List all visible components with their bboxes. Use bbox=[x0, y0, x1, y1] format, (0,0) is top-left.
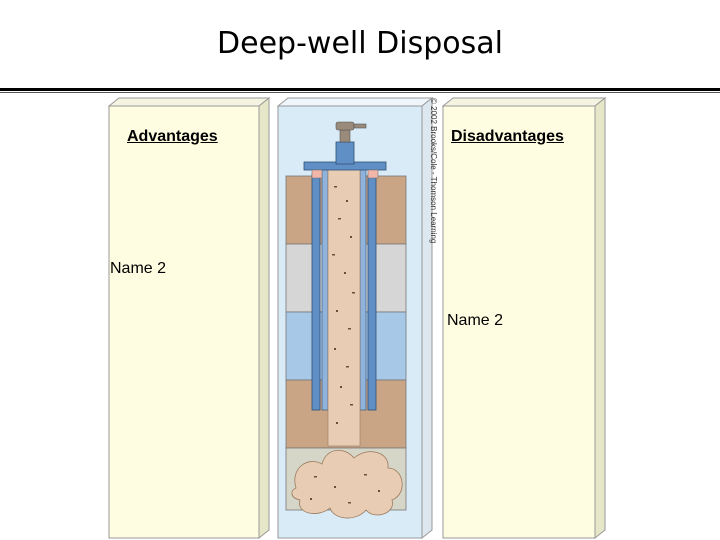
advantages-heading: Advantages bbox=[127, 128, 218, 145]
slide-title: Deep-well Disposal bbox=[217, 26, 503, 61]
advantages-panel bbox=[107, 96, 271, 540]
figure-credit: © 2002 Brooks/Cole - Thomson Learning bbox=[426, 98, 442, 243]
advantages-panel-shape bbox=[107, 96, 271, 540]
title-underline-thin bbox=[0, 92, 720, 93]
advantages-note: Name 2 bbox=[110, 260, 167, 277]
well-cross-section-illustration bbox=[276, 96, 434, 540]
well-diagram bbox=[274, 96, 434, 540]
disadvantages-panel-shape bbox=[441, 96, 607, 540]
title-underline bbox=[0, 88, 720, 91]
disadvantages-note: Name 2 bbox=[447, 312, 504, 329]
figure-credit-text: © 2002 Brooks/Cole - Thomson Learning bbox=[429, 98, 438, 244]
disadvantages-panel bbox=[441, 96, 607, 540]
disadvantages-heading: Disadvantages bbox=[451, 128, 564, 145]
